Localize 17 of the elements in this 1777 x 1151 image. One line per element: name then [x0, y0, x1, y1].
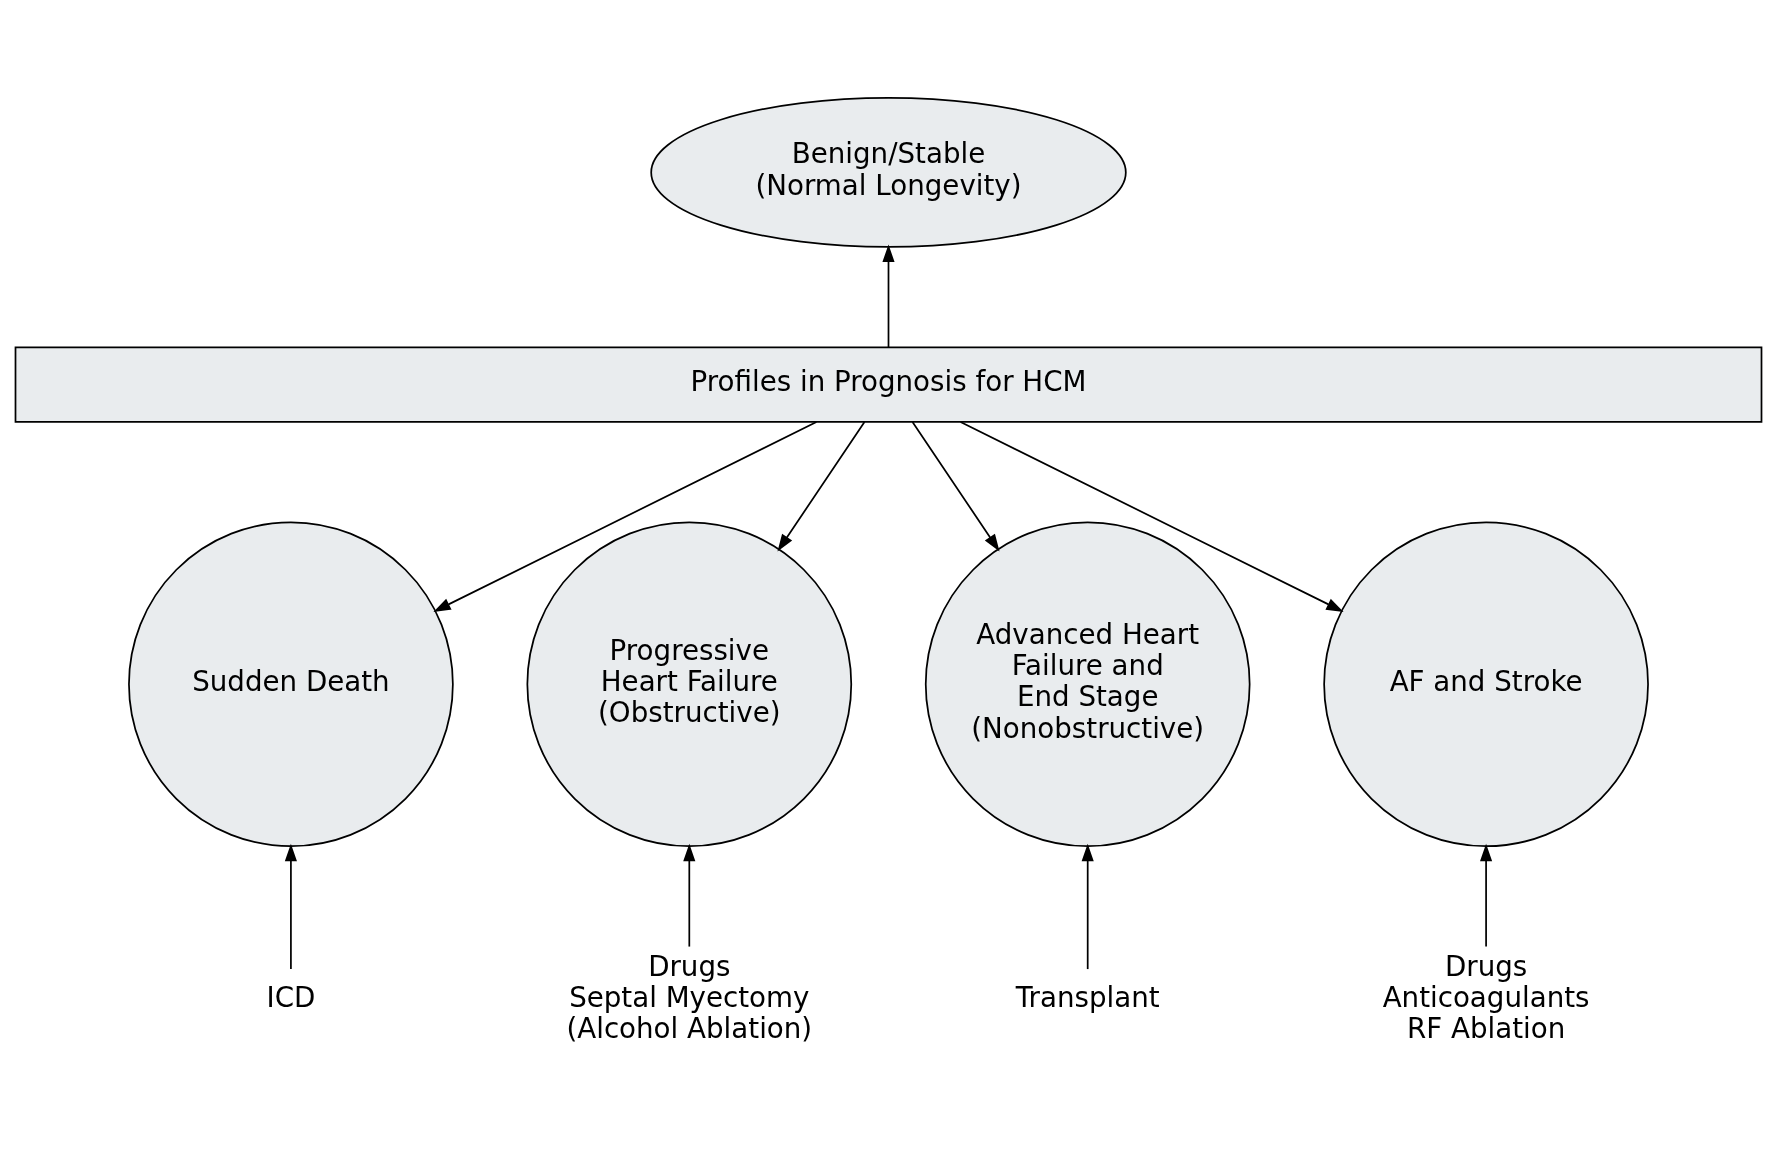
node-circle: Progressive Heart Failure (Obstructive)	[526, 520, 853, 847]
node-box: Profiles in Prognosis for HCM	[14, 346, 1763, 423]
arrow	[433, 420, 818, 612]
arrow	[959, 420, 1344, 612]
node-text: Drugs Septal Myectomy (Alcohol Ablation)	[566, 949, 813, 1045]
arrow	[911, 420, 1000, 551]
node-text: ICD	[266, 980, 316, 1014]
arrow	[284, 843, 297, 970]
arrow	[882, 244, 895, 348]
arrow	[1081, 843, 1094, 970]
node-ellipse: Benign/Stable (Normal Longevity)	[650, 96, 1127, 248]
node-circle: Advanced Heart Failure and End Stage (Nonobstructive)	[924, 520, 1251, 847]
node-text: Drugs Anticoagulants RF Ablation	[1382, 949, 1590, 1045]
arrow	[1480, 843, 1493, 947]
node-text: Transplant	[1015, 980, 1160, 1014]
arrow	[777, 420, 866, 551]
arrow	[683, 843, 696, 947]
